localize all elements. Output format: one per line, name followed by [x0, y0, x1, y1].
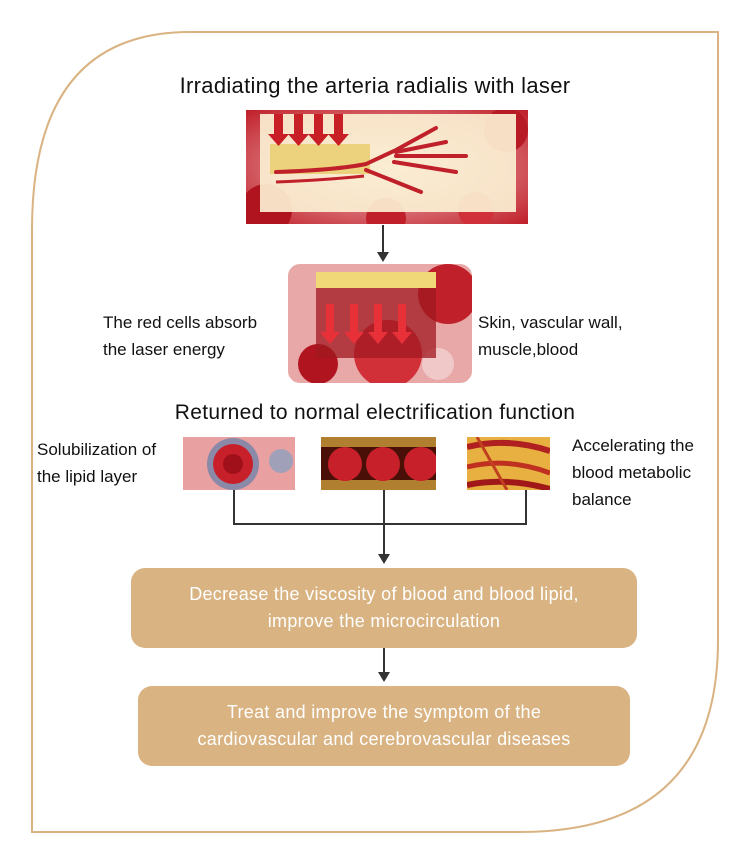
step3-right-line2: blood metabolic: [572, 463, 692, 482]
step2-right-line2: muscle,blood: [478, 340, 579, 359]
subtitle: Returned to normal electrification funct…: [174, 401, 576, 424]
step3-left-line1: Solubilization of: [37, 440, 157, 459]
step2-right-label: Skin, vascular wall, muscle,blood: [478, 309, 623, 363]
vessel-section-image: [288, 264, 472, 383]
step3-right-label: Accelerating the blood metabolic balance: [572, 432, 694, 513]
result-box-viscosity-line2: improve the microcirculation: [267, 611, 501, 631]
lipid-layer-image: [183, 437, 295, 490]
hand-laser-image: [246, 110, 528, 224]
step3-right-line3: balance: [572, 490, 632, 509]
result-box-viscosity: Decrease the viscosity of blood and bloo…: [131, 568, 637, 648]
metabolic-balance-image: [467, 437, 550, 490]
title: Irradiating the arteria radialis with la…: [179, 73, 571, 98]
result-box-treatment: Treat and improve the symptom of the car…: [138, 686, 630, 766]
blood-cells-image: [321, 437, 436, 490]
result-box-treatment-line2: cardiovascular and cerebrovascular disea…: [197, 729, 571, 749]
step3-right-line1: Accelerating the: [572, 436, 694, 455]
step3-left-label: Solubilization of the lipid layer: [37, 436, 156, 490]
result-box-viscosity-line1: Decrease the viscosity of blood and bloo…: [189, 584, 579, 604]
step2-left-line2: the laser energy: [103, 340, 225, 359]
step2-right-line1: Skin, vascular wall,: [478, 313, 623, 332]
result-box-treatment-line1: Treat and improve the symptom of the: [226, 702, 542, 722]
step2-left-label: The red cells absorb the laser energy: [103, 309, 257, 363]
step3-left-line2: the lipid layer: [37, 467, 138, 486]
step2-left-line1: The red cells absorb: [103, 313, 258, 332]
